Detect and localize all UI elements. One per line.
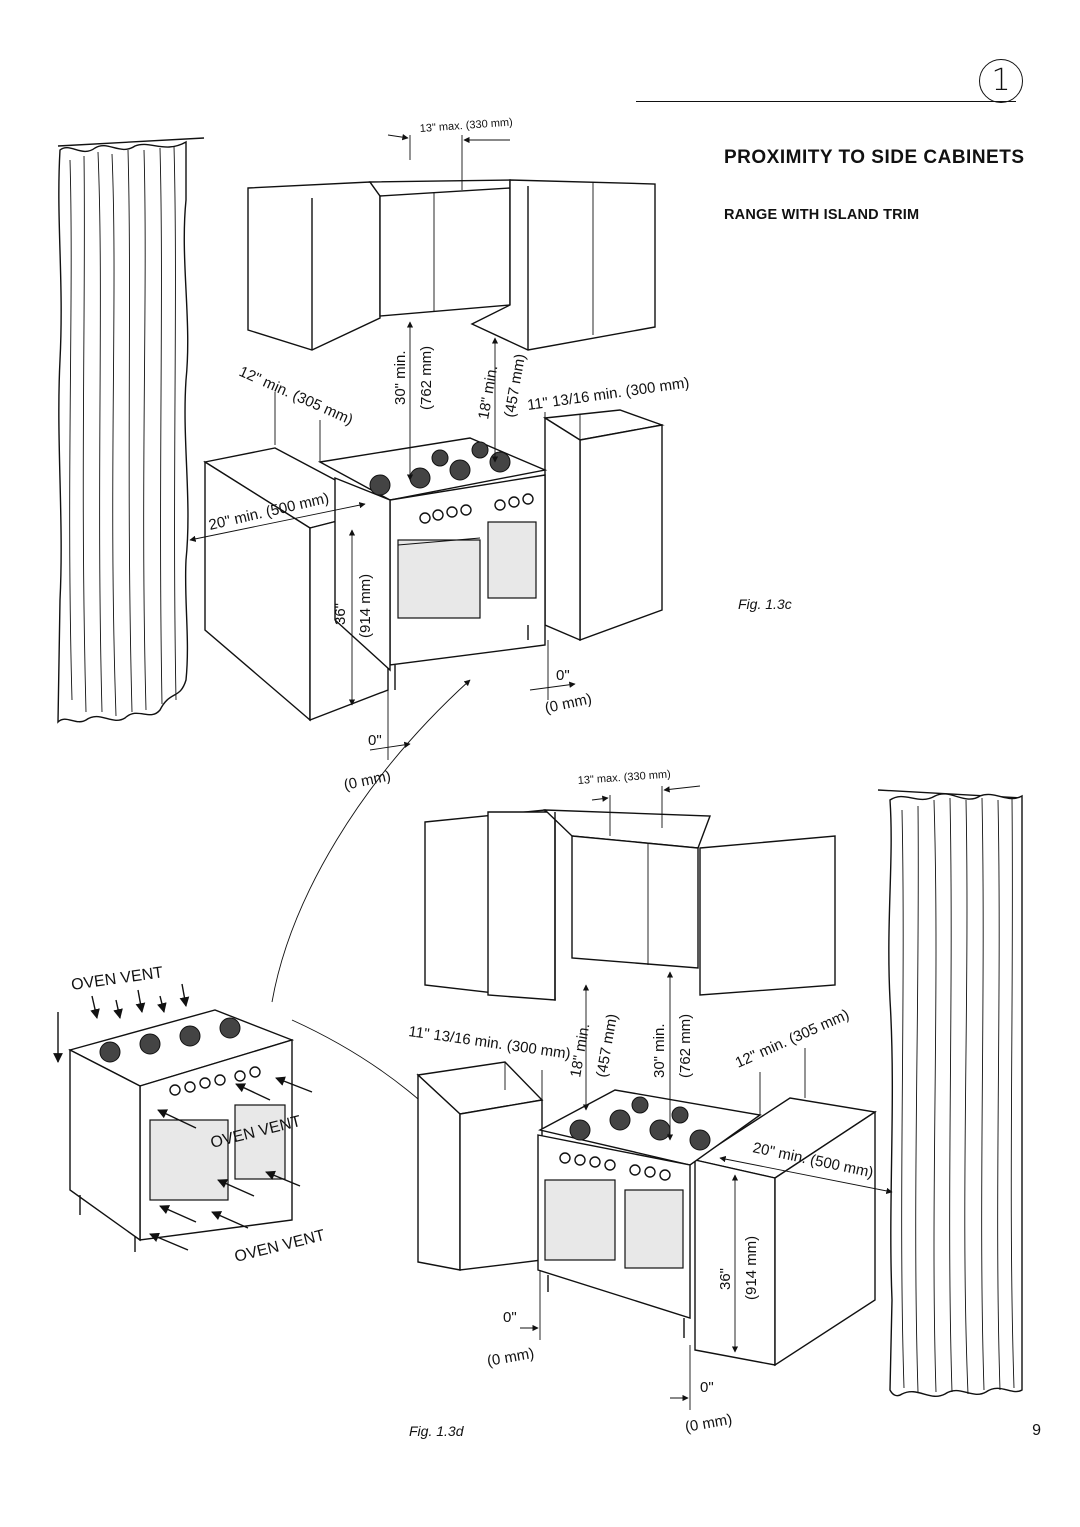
bottom-cab-height-mm: (457 mm) [593,1013,621,1079]
top-hood-height-mm: (762 mm) [418,346,435,410]
top-hood-height-in: 30" min. [392,350,409,405]
top-gap-right-in: 0" [556,667,570,684]
subsection-title: RANGE WITH ISLAND TRIM [724,207,920,223]
oven-vent-detail: OVEN VENT OVEN VENT OVEN VENT [53,679,509,1266]
top-hood-overhang: 13" max. (330 mm) [419,117,513,135]
top-counter-height-in: 36" [332,603,349,625]
figure-1-3d: 13" max. (330 mm) 11" 13/16 min. (300 mm… [407,769,1023,1436]
right-counter-top [542,409,665,642]
upper-cabinets-top [247,179,656,351]
figure-1-3c: 13" max. (330 mm) 12" min. (305 mm) 30" … [57,117,690,794]
range-bottom [537,1089,762,1338]
top-right-clearance: 11" 13/16 min. (300 mm) [526,374,690,414]
figure-caption-1-3c: Fig. 1.3c [738,596,792,612]
bottom-hood-height-mm: (762 mm) [677,1014,694,1078]
vent-label-bottom: OVEN VENT [233,1227,327,1266]
page-number: 9 [1032,1422,1041,1439]
bottom-hood-height-in: 30" min. [651,1023,668,1078]
bottom-cab-height-in: 18" min. [567,1022,593,1079]
upper-cabinets-bottom [424,809,836,1001]
range-top [317,437,548,690]
top-cab-height-mm: (457 mm) [501,353,529,419]
curtain-left-illustration [57,137,205,724]
section-title: PROXIMITY TO SIDE CABINETS [724,147,1025,168]
curtain-right-illustration [877,789,1023,1397]
chapter-rule [636,101,1016,102]
bottom-gap-left-mm: (0 mm) [486,1345,536,1370]
bottom-counter-side: 12" min. (305 mm) [733,1006,852,1072]
bottom-counter-height-in: 36" [717,1268,734,1290]
top-counter-height-mm: (914 mm) [357,574,374,638]
bottom-gap-right-in: 0" [700,1379,714,1396]
left-counter-bottom [416,1061,544,1271]
bottom-hood-overhang: 13" max. (330 mm) [577,769,671,787]
top-counter-side: 12" min. (305 mm) [236,363,355,429]
top-gap-left-in: 0" [368,732,382,749]
bottom-gap-left-in: 0" [503,1309,517,1326]
bottom-counter-height-mm: (914 mm) [743,1236,760,1300]
bottom-left-clearance: 11" 13/16 min. (300 mm) [407,1023,571,1063]
bottom-gap-right-mm: (0 mm) [684,1411,734,1436]
figure-caption-1-3d: Fig. 1.3d [409,1423,464,1439]
top-gap-right-mm: (0 mm) [543,690,593,717]
chapter-badge: 1 [979,59,1023,103]
top-cab-height-in: 18" min. [475,364,501,421]
vent-label-top: OVEN VENT [70,964,164,994]
